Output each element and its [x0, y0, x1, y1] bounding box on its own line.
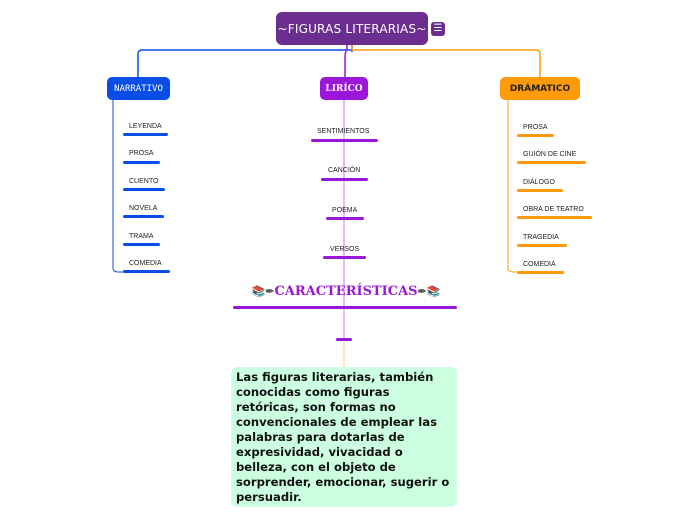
item-underline	[123, 215, 164, 218]
item-underline	[123, 133, 168, 136]
description-text: Las figuras literarias, también conocida…	[236, 370, 450, 504]
branch-narrativo[interactable]: NARRATIVO	[107, 77, 170, 100]
quill-icon: ✒	[265, 285, 275, 298]
caracteristicas-label: CARACTERÍSTICAS	[274, 284, 418, 299]
empty-node[interactable]	[336, 338, 352, 341]
item-underline	[311, 139, 378, 142]
branch-dramatico-label: DRÁMATICO	[509, 83, 571, 94]
branch-narrativo-label: NARRATIVO	[114, 83, 163, 94]
root-title: ~FIGURAS LITERARIAS~	[277, 21, 427, 36]
dramatico-item-label: DIÁLOGO	[523, 179, 555, 186]
caracteristicas-node[interactable]: 📚✒CARACTERÍSTICAS✒📚	[236, 284, 456, 299]
lirico-item-label: CANCIÓN	[328, 167, 361, 174]
branch-dramatico[interactable]: DRÁMATICO	[500, 77, 580, 100]
narrativo-item-label: NOVELA	[129, 205, 158, 212]
item-underline	[517, 189, 563, 192]
dramatico-item-label: OBRA DE TEATRO	[523, 206, 584, 213]
branch-lirico-label: LIRÍCO	[325, 83, 363, 94]
books-icon: 📚	[426, 285, 441, 298]
item-underline	[323, 256, 366, 259]
item-underline	[123, 270, 170, 273]
books-icon: 📚	[251, 285, 266, 298]
narrativo-item-label: LEYENDA	[129, 123, 162, 130]
narrativo-item-label: PROSA	[129, 150, 154, 157]
narrativo-item-label: CUENTO	[129, 178, 159, 185]
narrativo-item-label: COMEDIA	[129, 260, 162, 267]
item-underline	[517, 161, 586, 164]
lirico-item-label: POEMA	[332, 207, 358, 214]
caracteristicas-underline	[233, 306, 457, 309]
lirico-item-label: VERSOS	[330, 246, 360, 253]
narrativo-item-label: TRAMA	[129, 233, 154, 240]
menu-icon[interactable]: ☰	[431, 22, 445, 36]
item-underline	[123, 161, 160, 164]
description-box[interactable]: Las figuras literarias, también conocida…	[231, 367, 457, 507]
item-underline	[326, 217, 364, 220]
dramatico-item-label: COMEDIA	[523, 261, 556, 268]
dramatico-item-label: GUIÓN DE CINE	[523, 151, 577, 158]
root-node[interactable]: ~FIGURAS LITERARIAS~	[276, 12, 428, 45]
dramatico-item-label: PROSA	[523, 124, 548, 131]
item-underline	[123, 188, 165, 191]
item-underline	[517, 271, 564, 274]
quill-icon: ✒	[417, 285, 427, 298]
item-underline	[517, 244, 567, 247]
item-underline	[123, 243, 160, 246]
branch-lirico[interactable]: LIRÍCO	[320, 77, 368, 100]
item-underline	[517, 216, 592, 219]
lirico-item-label: SENTIMIENTOS	[317, 128, 370, 135]
item-underline	[517, 134, 554, 137]
item-underline	[321, 178, 368, 181]
dramatico-item-label: TRAGEDIA	[523, 234, 559, 241]
